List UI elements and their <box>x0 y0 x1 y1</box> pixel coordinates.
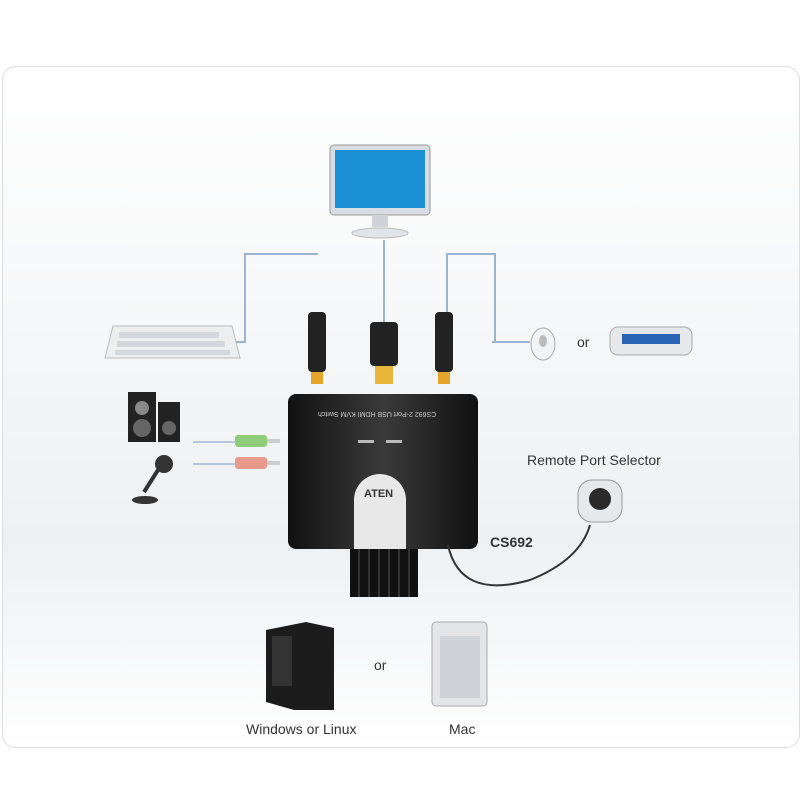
remote-port-selector-icon[interactable] <box>576 478 624 524</box>
model-label: CS692 <box>490 534 533 550</box>
keyboard-icon <box>104 325 241 359</box>
mac-pro-icon <box>431 621 488 707</box>
mac-label: Mac <box>449 721 476 737</box>
hdmi-connector <box>370 322 398 384</box>
pc-tower-icon <box>266 622 334 710</box>
usb-connector-mouse <box>435 312 453 384</box>
port-select-button[interactable]: ATEN <box>354 474 406 549</box>
monitor-icon <box>329 144 431 239</box>
touchpad-icon <box>609 326 693 356</box>
kvm-switch-device: CS692 2-Port USB HDMI KVM Switch ATEN <box>288 394 478 549</box>
mouse-cable-end <box>492 341 530 343</box>
kvm-cable-bundle <box>350 549 418 597</box>
windows-linux-label: Windows or Linux <box>246 721 357 737</box>
audio-plug-pink <box>235 457 280 469</box>
mouse-cable <box>446 253 496 343</box>
speakers-icon <box>128 392 180 442</box>
audio-plug-green <box>235 435 280 447</box>
mic-cable <box>193 463 235 465</box>
port-led-1 <box>358 440 374 443</box>
or-peripheral-label: or <box>577 334 590 350</box>
keyboard-cable-end <box>236 341 246 343</box>
keyboard-cable <box>244 253 318 343</box>
brand-logo: ATEN <box>364 488 394 500</box>
port-led-2 <box>386 440 402 443</box>
device-top-text: CS692 2-Port USB HDMI KVM Switch <box>318 410 437 417</box>
microphone-icon <box>132 455 173 504</box>
speaker-cable <box>193 441 235 443</box>
remote-port-selector-label: Remote Port Selector <box>527 452 661 468</box>
remote-cable <box>447 524 591 587</box>
usb-connector-keyboard <box>308 312 326 384</box>
or-computer-label: or <box>374 657 387 673</box>
hdmi-cable <box>383 240 385 325</box>
mouse-icon <box>530 327 556 361</box>
